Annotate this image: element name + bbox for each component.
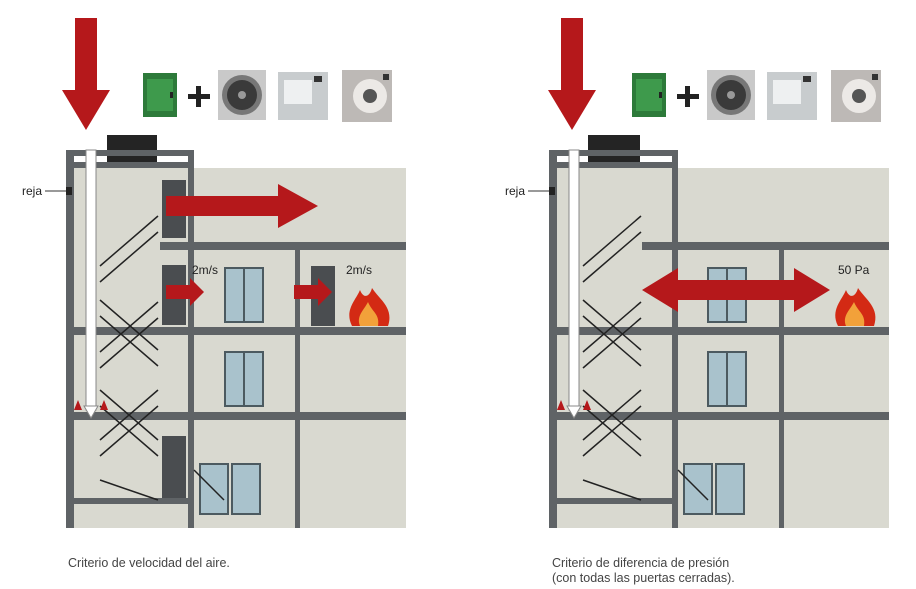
axial-fan-icon: [218, 70, 266, 120]
building: [45, 135, 406, 528]
plus-icon: [188, 86, 210, 107]
fan-box-icon: [767, 72, 817, 120]
caption-velocity: Criterio de velocidad del aire.: [68, 556, 230, 571]
fire-icon: [349, 288, 390, 326]
panel-velocity-criterion: reja 2m/s 2m/s Criterio de velocidad del…: [22, 18, 406, 571]
supply-air-arrow: [62, 18, 110, 130]
building-diagram-velocity: reja 2m/s 2m/s: [22, 18, 406, 528]
caption-line: (con todas las puertas cerradas).: [552, 571, 735, 585]
plus-icon: [677, 86, 699, 107]
flow-arrows: [166, 184, 332, 306]
grille-label: reja: [22, 184, 42, 198]
velocity-label-door: 2m/s: [192, 263, 218, 277]
axial-fan-icon: [707, 70, 755, 120]
building-diagram-pressure: reja 50 Pa: [505, 18, 889, 528]
control-panel-icon: [632, 73, 666, 117]
panel-pressure-criterion: reja 50 Pa Criterio de diferencia de pre…: [482, 0, 916, 589]
building: [528, 135, 889, 528]
grille-label: reja: [505, 184, 525, 198]
velocity-label-room: 2m/s: [346, 263, 372, 277]
centrifugal-fan-icon: [831, 70, 881, 122]
caption-pressure: Criterio de diferencia de presión (con t…: [552, 556, 735, 586]
caption-line: Criterio de velocidad del aire.: [68, 556, 230, 570]
fire-icon: [835, 288, 876, 326]
fan-box-icon: [278, 72, 328, 120]
supply-air-arrow: [548, 18, 596, 130]
centrifugal-fan-icon: [342, 70, 392, 122]
caption-line: Criterio de diferencia de presión: [552, 556, 730, 570]
pressure-label: 50 Pa: [838, 263, 870, 277]
control-panel-icon: [143, 73, 177, 117]
pressure-arrow: [642, 268, 830, 312]
